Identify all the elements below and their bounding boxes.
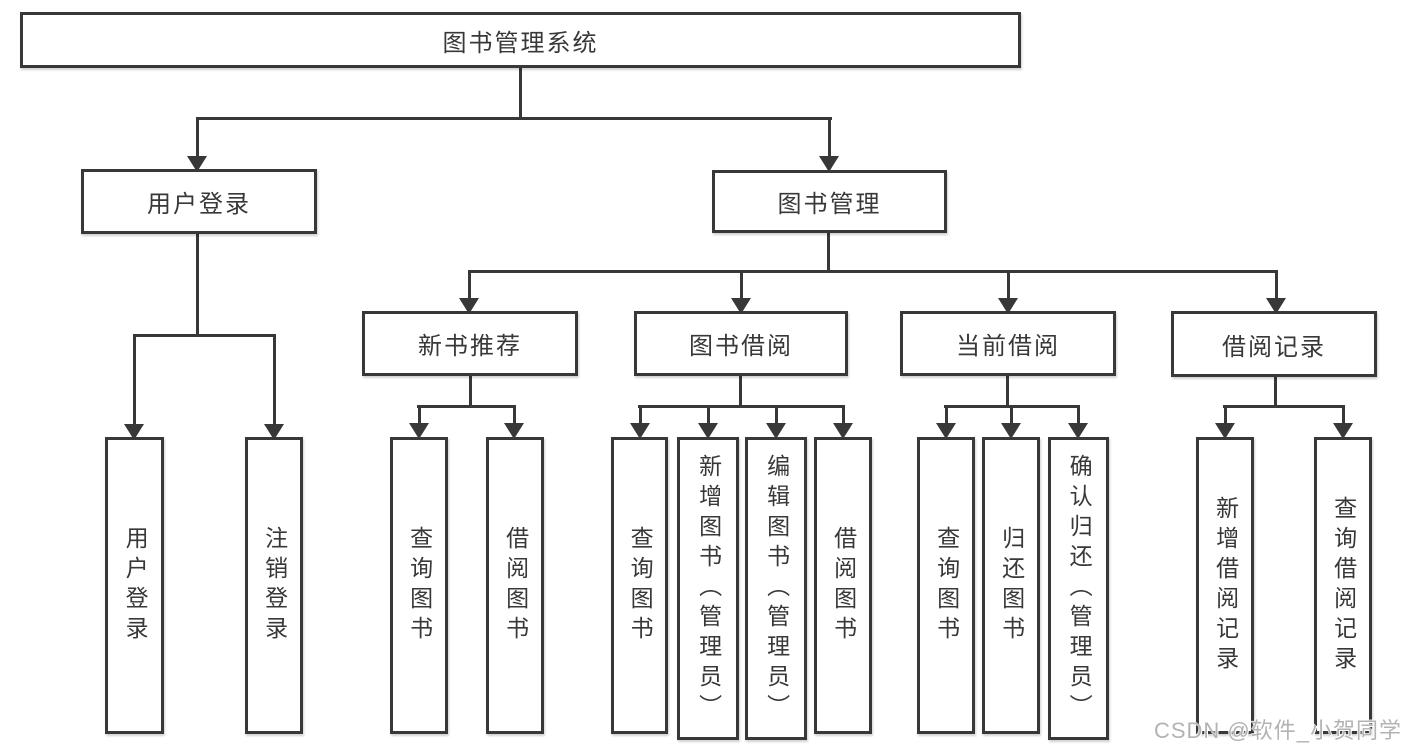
connector-vline [469, 374, 472, 407]
arrow-down-icon [998, 270, 1018, 314]
node-label: 当前借阅 [956, 333, 1060, 360]
connector-vline [827, 231, 830, 272]
leaf-records-add-record: 新增借阅记录 [1196, 437, 1254, 734]
leaf-label: 查询图书 [627, 525, 654, 646]
node-label: 新书推荐 [418, 333, 522, 360]
leaf-borrow-add-books-admin: 新增图书（管理员） [677, 437, 739, 740]
node-label: 图书借阅 [689, 333, 793, 360]
leaf-current-query-books: 查询图书 [917, 437, 975, 734]
leaf-label: 编辑图书（管理员） [763, 453, 790, 724]
connector-vline [519, 66, 522, 119]
node-user-login: 用户登录 [81, 169, 317, 234]
leaf-borrow-edit-books-admin: 编辑图书（管理员） [745, 437, 807, 740]
arrow-down-icon [698, 405, 718, 439]
node-borrow-records: 借阅记录 [1171, 311, 1377, 377]
leaf-label: 注销登录 [261, 525, 288, 646]
arrow-down-icon [459, 270, 479, 314]
leaf-label: 查询借阅记录 [1330, 495, 1357, 676]
node-root-system: 图书管理系统 [20, 12, 1021, 68]
leaf-label: 新增图书（管理员） [695, 453, 722, 724]
node-book-borrow: 图书借阅 [634, 311, 848, 376]
leaf-newbook-query-books: 查询图书 [390, 437, 448, 734]
node-label: 图书管理系统 [442, 29, 599, 57]
arrow-down-icon [1333, 405, 1353, 439]
leaf-label: 借阅图书 [502, 525, 529, 646]
leaf-label: 用户登录 [122, 525, 149, 646]
leaf-label: 确认归还（管理员） [1066, 453, 1093, 724]
arrow-down-icon [187, 117, 207, 172]
arrow-down-icon [936, 405, 956, 439]
leaf-current-return-books: 归还图书 [982, 437, 1040, 734]
leaf-user-login: 用户登录 [105, 437, 164, 734]
connector-hline [196, 117, 832, 120]
connector-vline [196, 232, 199, 336]
node-label: 图书管理 [777, 191, 882, 218]
leaf-label: 归还图书 [998, 525, 1025, 646]
arrow-down-icon [1068, 405, 1088, 439]
arrow-down-icon [504, 405, 524, 439]
arrow-down-icon [124, 334, 144, 440]
arrow-down-icon [630, 405, 650, 439]
leaf-current-confirm-return-admin: 确认归还（管理员） [1048, 437, 1109, 740]
arrow-down-icon [833, 405, 853, 439]
node-label: 用户登录 [147, 191, 251, 218]
arrow-down-icon [1215, 405, 1235, 439]
leaf-borrow-borrow-books: 借阅图书 [814, 437, 872, 734]
arrow-down-icon [264, 334, 284, 440]
node-book-management: 图书管理 [712, 170, 947, 233]
arrow-down-icon [1001, 405, 1021, 439]
arrow-down-icon [766, 405, 786, 439]
node-new-book-recommend: 新书推荐 [362, 311, 578, 376]
leaf-label: 新增借阅记录 [1212, 495, 1239, 676]
connector-vline [1006, 374, 1009, 407]
leaf-records-query-record: 查询借阅记录 [1314, 437, 1372, 734]
connector-hline [133, 334, 276, 337]
leaf-label: 借阅图书 [830, 525, 857, 646]
arrow-down-icon [1266, 270, 1286, 314]
connector-hline [1223, 405, 1345, 408]
leaf-borrow-query-books: 查询图书 [611, 437, 668, 734]
connector-vline [1274, 375, 1277, 407]
connector-hline [638, 405, 845, 408]
node-label: 借阅记录 [1222, 333, 1326, 361]
connector-hline [417, 405, 516, 408]
leaf-logout: 注销登录 [245, 437, 303, 734]
arrow-down-icon [731, 270, 751, 314]
node-current-borrow: 当前借阅 [900, 311, 1116, 376]
leaf-label: 查询图书 [933, 525, 960, 646]
connector-hline [468, 270, 1278, 273]
arrow-down-icon [819, 117, 839, 172]
csdn-watermark: CSDN @软件_小贺同学 [1153, 718, 1402, 743]
arrow-down-icon [409, 405, 429, 439]
leaf-newbook-borrow-books: 借阅图书 [486, 437, 544, 734]
connector-vline [739, 374, 742, 407]
leaf-label: 查询图书 [406, 525, 433, 646]
